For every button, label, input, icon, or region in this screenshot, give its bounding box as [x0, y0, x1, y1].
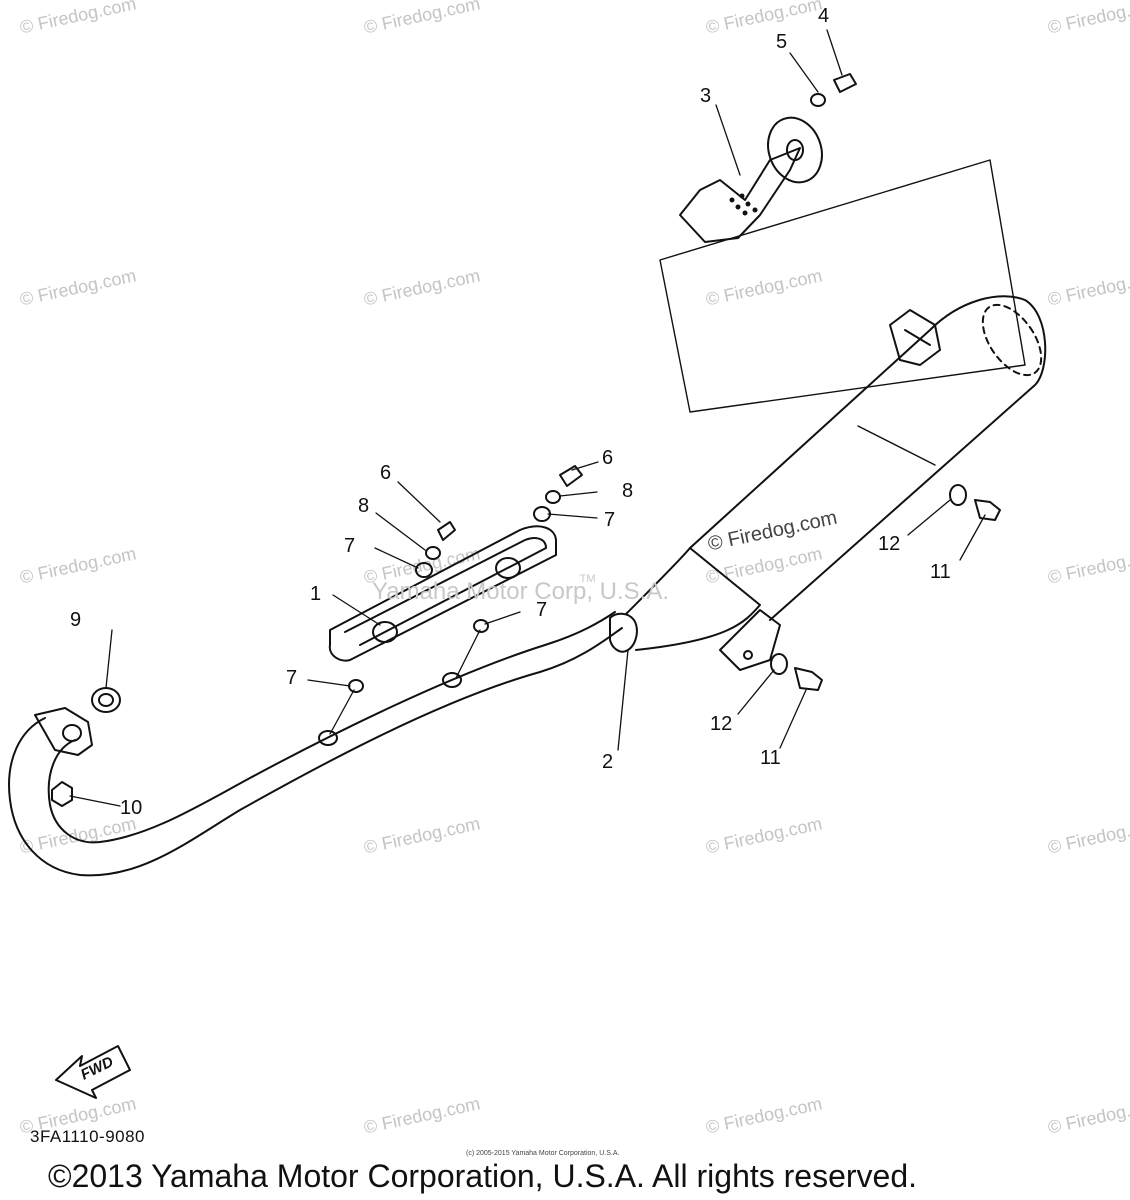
tm-mark: TM	[579, 573, 596, 585]
fwd-arrow	[55, 1045, 131, 1099]
callout-11-upper: 11	[930, 561, 951, 583]
arrester-plate	[767, 116, 823, 184]
assembly-guide	[659, 159, 1026, 413]
copyright-notice: ©2013 Yamaha Motor Corporation, U.S.A. A…	[48, 1158, 918, 1194]
callout-6-right: 6	[602, 447, 614, 469]
callout-12-upper: 12	[878, 533, 901, 555]
callout-1: 1	[310, 583, 322, 605]
nut-10	[51, 781, 73, 807]
callout-5: 5	[776, 31, 788, 53]
muffler-body	[689, 295, 1047, 621]
callout-4: 4	[818, 5, 830, 27]
gasket-9	[91, 687, 121, 713]
callout-7-b: 7	[604, 509, 616, 531]
muffler-bracket-top	[889, 309, 941, 366]
callout-7-d: 7	[286, 667, 298, 689]
callout-2: 2	[602, 751, 614, 773]
pipe-flange	[34, 707, 93, 756]
header-pipe-inner	[47, 611, 616, 844]
diagram-code: 3FA1110-9080	[30, 1127, 146, 1146]
muffler-cone	[625, 547, 761, 651]
header-pipe	[8, 627, 623, 877]
heat-protector	[328, 525, 557, 662]
callout-6-left: 6	[380, 462, 392, 484]
callout-7-c: 7	[536, 599, 548, 621]
callout-10: 10	[120, 797, 143, 819]
callout-8-a: 8	[358, 495, 370, 517]
joint-ring	[609, 612, 638, 653]
inner-watermark: Yamaha Motor Corp, U.S.A. TM	[372, 573, 669, 605]
callout-11-lower: 11	[760, 747, 781, 769]
callout-3: 3	[700, 85, 712, 107]
callout-7-a: 7	[344, 535, 356, 557]
callout-9: 9	[70, 609, 82, 631]
small-copyright: (c) 2005-2015 Yamaha Motor Corporation, …	[466, 1150, 620, 1157]
muffler-end-cap	[981, 303, 1043, 377]
muffler-bracket-bottom	[719, 609, 781, 671]
callout-8-b: 8	[622, 480, 634, 502]
callout-12-lower: 12	[710, 713, 733, 735]
